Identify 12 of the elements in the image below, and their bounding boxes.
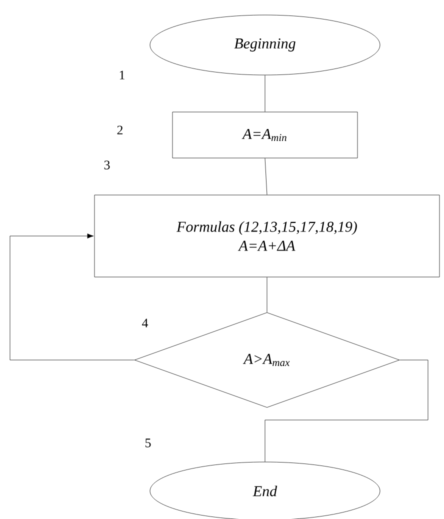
step-number: 1 [120,70,124,80]
connector [10,234,134,360]
process-box: A=A$_{min}$ [172,112,358,158]
connector [266,277,268,312]
step-number: 3 [104,160,110,170]
step-number: 2 [117,126,123,134]
process-box: Formulas (12,13,15,17,18,19) A=A+ΔA [94,194,440,278]
step-number: 4 [142,318,148,328]
connector [264,75,266,112]
step-number: 5 [146,438,151,448]
connector [264,158,268,195]
connector [264,360,428,462]
